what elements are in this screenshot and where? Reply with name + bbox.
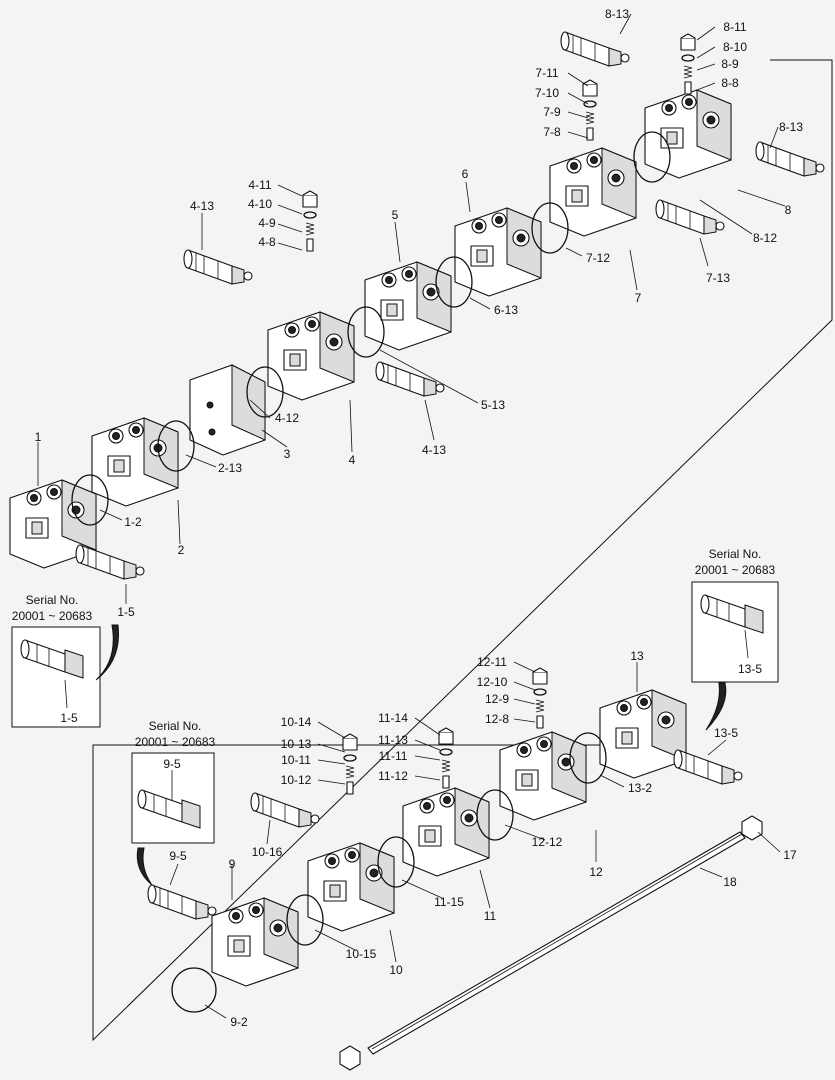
section-2-body xyxy=(91,417,179,507)
section-4-body xyxy=(267,311,355,401)
label-9-2: 9-2 xyxy=(230,1015,248,1029)
label-17: 17 xyxy=(783,848,797,862)
label-1: 1 xyxy=(35,430,42,444)
serial-box-3-title-2: 20001 ~ 20683 xyxy=(695,563,776,577)
tie-rod-18 xyxy=(367,831,746,1055)
label-12-8: 12-8 xyxy=(485,712,509,726)
label-4-10: 4-10 xyxy=(248,197,272,211)
label-10: 10 xyxy=(389,963,403,977)
serial-box-1-title-2: 20001 ~ 20683 xyxy=(12,609,93,623)
label-11-11: 11-11 xyxy=(379,749,408,763)
serial-box-2-arrow xyxy=(136,847,153,886)
serial-box-2-part: 9-5 xyxy=(163,757,181,771)
label-4: 4 xyxy=(349,453,356,467)
label-12: 12 xyxy=(589,865,603,879)
label-8-13a: 8-13 xyxy=(605,7,629,21)
label-11: 11 xyxy=(484,909,497,923)
serial-box-1: Serial No. 20001 ~ 20683 1-5 xyxy=(11,593,101,728)
label-10-11: 10-11 xyxy=(281,753,311,767)
label-4-11: 4-11 xyxy=(248,178,271,192)
label-10-13: 10-13 xyxy=(281,737,312,751)
section-5-body xyxy=(364,261,452,351)
label-4-12: 4-12 xyxy=(275,411,299,425)
serial-box-3-part: 13-5 xyxy=(738,662,762,676)
section-9-body xyxy=(211,897,299,987)
o-rings-upper xyxy=(71,131,671,526)
label-10-14: 10-14 xyxy=(281,715,312,729)
label-11-13: 11-13 xyxy=(378,733,408,747)
serial-box-2-title-1: Serial No. xyxy=(149,719,202,733)
label-4-9: 4-9 xyxy=(258,216,276,230)
label-11-14: 11-14 xyxy=(378,711,408,725)
label-8: 8 xyxy=(785,203,792,217)
part-labels: 8-13 8-11 8-10 8-9 8-8 8-13 8 8-12 7-11 … xyxy=(35,7,804,1029)
section-11-body xyxy=(402,787,490,877)
label-18: 18 xyxy=(723,875,737,889)
serial-box-3: Serial No. 20001 ~ 20683 13-5 xyxy=(691,547,779,683)
label-7-11: 7-11 xyxy=(535,66,558,80)
label-4-8: 4-8 xyxy=(258,235,276,249)
serial-box-2: Serial No. 20001 ~ 20683 9-5 xyxy=(131,719,216,844)
label-9-5: 9-5 xyxy=(169,849,187,863)
label-12-9: 12-9 xyxy=(485,692,509,706)
label-8-12: 8-12 xyxy=(753,231,777,245)
serial-box-3-arrow xyxy=(705,682,727,731)
label-6: 6 xyxy=(462,167,469,181)
label-8-11: 8-11 xyxy=(723,20,746,34)
serial-box-1-part: 1-5 xyxy=(60,711,78,725)
label-10-15: 10-15 xyxy=(346,947,377,961)
plate-3 xyxy=(189,364,266,456)
section-7-body xyxy=(549,147,637,237)
label-8-9: 8-9 xyxy=(721,57,739,71)
label-13-2: 13-2 xyxy=(628,781,652,795)
serial-box-3-title-1: Serial No. xyxy=(709,547,762,561)
label-7-13: 7-13 xyxy=(706,271,730,285)
leader-lines xyxy=(37,13,786,1019)
label-7-9: 7-9 xyxy=(543,105,561,119)
section-10-body xyxy=(307,842,395,932)
label-12-11: 12-11 xyxy=(477,655,507,669)
label-10-16: 10-16 xyxy=(252,845,283,859)
label-2-13: 2-13 xyxy=(218,461,242,475)
label-9: 9 xyxy=(229,857,236,871)
label-11-12: 11-12 xyxy=(378,769,408,783)
nut-17 xyxy=(339,815,763,1071)
label-1-2: 1-2 xyxy=(124,515,142,529)
label-7-8: 7-8 xyxy=(543,125,561,139)
assembly-frame xyxy=(92,59,833,1042)
label-5-13: 5-13 xyxy=(481,398,505,412)
label-3: 3 xyxy=(284,447,291,461)
label-8-13b: 8-13 xyxy=(779,120,803,134)
o-rings-lower xyxy=(171,732,607,1013)
label-1-5: 1-5 xyxy=(117,605,135,619)
label-12-12: 12-12 xyxy=(532,835,563,849)
label-2: 2 xyxy=(178,543,185,557)
serial-box-2-title-2: 20001 ~ 20683 xyxy=(135,735,216,749)
section-6-body xyxy=(454,207,542,297)
label-12-10: 12-10 xyxy=(477,675,508,689)
label-6-13: 6-13 xyxy=(494,303,518,317)
label-13: 13 xyxy=(630,649,644,663)
label-10-12: 10-12 xyxy=(281,773,312,787)
label-13-5: 13-5 xyxy=(714,726,738,740)
label-4-13b: 4-13 xyxy=(422,443,446,457)
label-8-10: 8-10 xyxy=(723,40,747,54)
label-7-10: 7-10 xyxy=(535,86,559,100)
label-7: 7 xyxy=(635,291,642,305)
serial-box-1-title-1: Serial No. xyxy=(26,593,79,607)
section-13-body xyxy=(599,689,687,779)
serial-box-1-arrow xyxy=(95,624,120,681)
label-11-15: 11-15 xyxy=(434,895,464,909)
label-5: 5 xyxy=(392,208,399,222)
label-8-8: 8-8 xyxy=(721,76,739,90)
label-4-13a: 4-13 xyxy=(190,199,214,213)
label-7-12: 7-12 xyxy=(586,251,610,265)
